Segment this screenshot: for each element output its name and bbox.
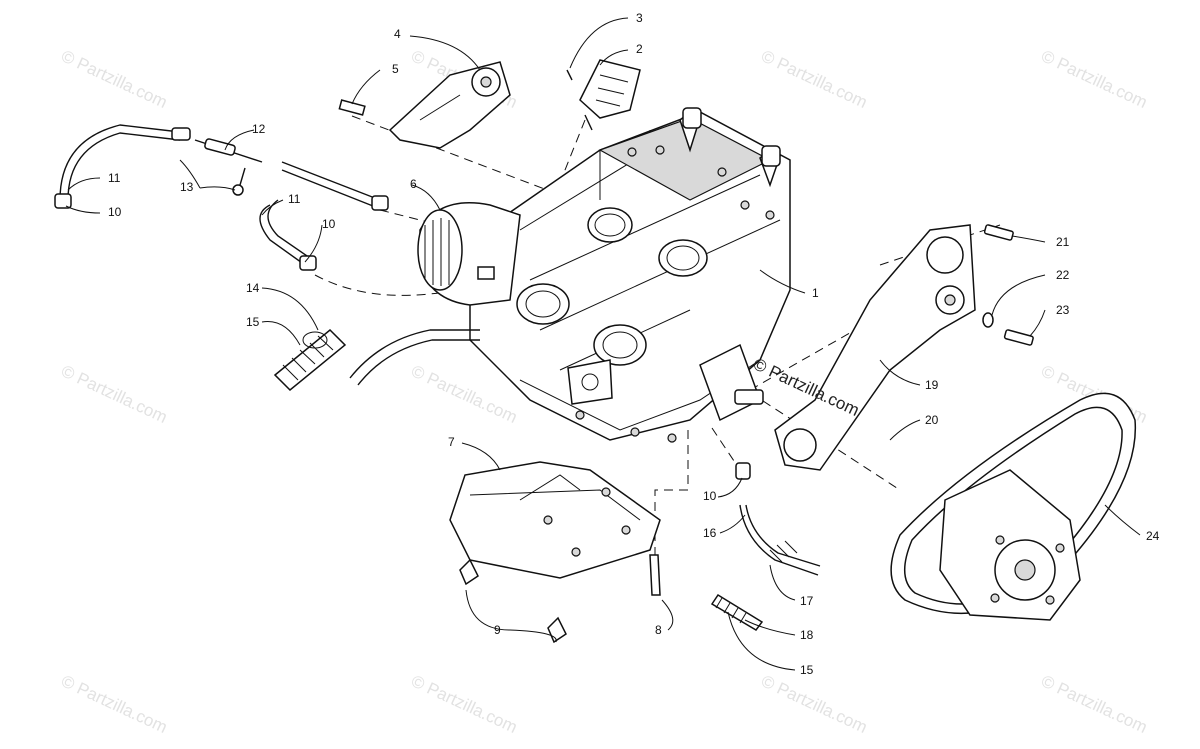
- callout-4: 4: [394, 27, 401, 41]
- callout-21: 21: [1056, 235, 1070, 249]
- callout-24: 24: [1146, 529, 1160, 543]
- callout-23: 23: [1056, 303, 1070, 317]
- callout-1: 1: [812, 286, 819, 300]
- callout-11-right: 11: [288, 192, 301, 206]
- engine-assembly: [469, 107, 791, 443]
- callout-labels: 1 2 3 4 5 6 7 8 9 10 10 10 11 11 12 13 1…: [108, 11, 1160, 677]
- watermark-tile: © Partzilla.com: [58, 361, 170, 427]
- callout-19: 19: [925, 378, 939, 392]
- callout-13: 13: [180, 180, 194, 194]
- drive-clutch-belt: [890, 392, 1137, 621]
- callout-22: 22: [1056, 268, 1070, 282]
- fuel-hoses: [54, 124, 480, 386]
- callout-10-hose: 10: [322, 217, 336, 231]
- callout-10-top-left: 10: [108, 205, 122, 219]
- watermark-tile: © Partzilla.com: [758, 46, 870, 112]
- callout-2: 2: [636, 42, 643, 56]
- callout-14: 14: [246, 281, 260, 295]
- watermark-tile: © Partzilla.com: [58, 46, 170, 112]
- callout-16: 16: [703, 526, 717, 540]
- hose-clamp-left: [273, 328, 347, 392]
- recoil-starter: [417, 202, 521, 306]
- watermark-tile: © Partzilla.com: [1038, 671, 1150, 737]
- callout-6: 6: [410, 177, 417, 191]
- lower-hose: [710, 462, 821, 631]
- chaincase-plate: [774, 224, 976, 471]
- callout-20: 20: [925, 413, 939, 427]
- callout-10-lower: 10: [703, 489, 717, 503]
- callout-3: 3: [636, 11, 643, 25]
- callout-15-bottom: 15: [800, 663, 814, 677]
- watermark-tile: © Partzilla.com: [1038, 46, 1150, 112]
- watermark-tile: © Partzilla.com: [58, 671, 170, 737]
- callout-9: 9: [494, 623, 501, 637]
- callout-7: 7: [448, 435, 455, 449]
- callout-17: 17: [800, 594, 814, 608]
- callout-15-left: 15: [246, 315, 260, 329]
- watermark-tile: © Partzilla.com: [408, 671, 520, 737]
- callout-18: 18: [800, 628, 814, 642]
- watermark-tile: © Partzilla.com: [758, 671, 870, 737]
- engine-mount: [449, 461, 661, 644]
- callout-8: 8: [655, 623, 662, 637]
- starter-handle: [566, 59, 641, 131]
- callout-11-left: 11: [108, 171, 121, 185]
- mount-plate: [338, 61, 511, 149]
- callout-12: 12: [252, 122, 266, 136]
- callout-5: 5: [392, 62, 399, 76]
- fasteners-right: [982, 224, 1034, 346]
- leader-lines: [65, 17, 1141, 671]
